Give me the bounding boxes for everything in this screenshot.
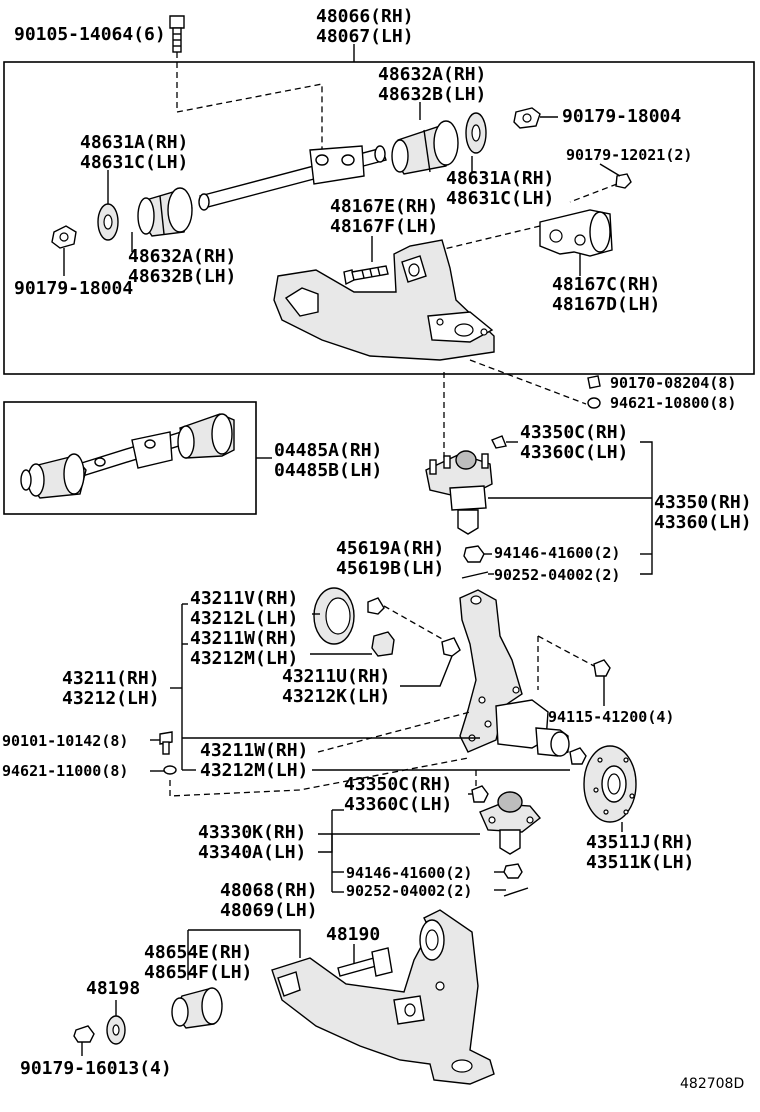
upper-bj-sub-rh-label: 43350C(RH) [520,422,628,443]
seal-m-lh-label: 43212M(LH) [190,648,298,669]
upper-bj-rh-label: 43350(RH) [654,492,752,513]
nut-bj-lower-label: 94146-41600(2) [346,864,472,882]
bushing-lower-lh-label: 48654F(LH) [144,962,252,983]
nut-upper-small-label: 90179-12021(2) [566,146,692,164]
upper-bj-bolt-icon [491,435,507,449]
shaft-kit-rh-label: 04485A(RH) [274,440,382,461]
upper-bj-lh-label: 43360(LH) [654,512,752,533]
bushing-upper-left-lh-label: 48632B(LH) [128,266,236,287]
upper-bushing-left-icon [137,187,193,237]
bolt-lower-label: 48190 [326,924,380,945]
hub-nut-icon [569,747,587,765]
washer-upper-right-lh-label: 48631C(LH) [446,188,554,209]
nut-knuckle-label: 94115-41200(4) [548,708,674,726]
diagram-id-label: 482708D [680,1076,744,1092]
bushing-u-rh-label: 43211U(RH) [282,666,390,687]
upper-shaft-icon [198,145,387,211]
hub-lh-label: 43511K(LH) [586,852,694,873]
pin-bj-upper-label: 90252-04002(2) [494,566,620,584]
upper-bj-sub-lh-label: 43360C(LH) [520,442,628,463]
bushing-k-lh-label: 43212K(LH) [282,686,390,707]
upper-arm-bolt-icon [343,265,389,286]
bushing-upper-right-rh-label: 48632A(RH) [378,64,486,85]
lower-arm-bolt-icon [337,947,393,977]
knuckle-nut-icon [593,659,611,677]
washer-lower-label: 48198 [86,978,140,999]
upper-small-nut-icon [615,173,632,189]
upper-arm-lh-label: 48067(LH) [316,26,414,47]
seal-l-lh-label: 43212L(LH) [190,608,298,629]
upper-arm-rh-label: 48066(RH) [316,6,414,27]
seal-w-rh-label: 43211W(RH) [190,628,298,649]
shaft-kit-lh-label: 04485B(LH) [274,460,382,481]
top-bolt-icon [169,15,185,53]
knuckle-bolt-icon [159,731,173,755]
bracket-upper-rh-label: 48167C(RH) [552,274,660,295]
washer-upper-left-lh-label: 48631C(LH) [80,152,188,173]
upper-bearing-icon [367,597,385,615]
bushing-lower-rh-label: 48654E(RH) [144,942,252,963]
knuckle-bushing-icon [441,637,461,657]
bushing-upper-left-rh-label: 48632A(RH) [128,246,236,267]
lower-bj-pin-icon [503,887,529,897]
washer-upper-left-rh-label: 48631A(RH) [80,132,188,153]
lower-bj-sub-rh-label: 43350C(RH) [344,774,452,795]
nut-bj-upper-label: 94146-41600(2) [494,544,620,562]
upper-arm-assembly-box [3,61,755,375]
steering-knuckle-icon [459,589,570,757]
upper-bj-nut-icon [463,545,485,563]
washer-upper-right-rh-label: 48631A(RH) [446,168,554,189]
washer-balljoint-label: 94621-10800(8) [610,394,736,412]
seal-v-rh-label: 43211V(RH) [190,588,298,609]
upper-washer-left-icon [97,203,119,241]
bearing-upper-rh-label: 45619A(RH) [336,538,444,559]
lower-arm-lh-label: 48069(LH) [220,900,318,921]
bolt-upper-lh-label: 48167F(LH) [330,216,438,237]
lower-bj-sub-lh-label: 43360C(LH) [344,794,452,815]
upper-nut-left-icon [51,225,77,249]
bracket-upper-lh-label: 48167D(LH) [552,294,660,315]
nut-upper-right-label: 90179-18004 [562,106,681,127]
shaft-kit-icon [20,413,235,499]
upper-ball-joint-icon [425,450,493,535]
bolt-upper-rh-label: 48167E(RH) [330,196,438,217]
upper-control-arm-icon [273,239,495,361]
washer-knuckle-label: 94621-11000(8) [2,762,128,780]
lower-nut-icon [73,1025,95,1043]
lower-bj-castle-nut-icon [503,863,523,879]
lower-bushing-icon [171,987,223,1029]
pin-bj-lower-label: 90252-04002(2) [346,882,472,900]
knuckle-washer-icon [163,765,177,775]
upper-bushing-right-icon [391,120,459,175]
seal-w-icon [371,631,395,657]
nut-lower-label: 90179-16013(4) [20,1058,172,1079]
upper-nut-right-icon [513,107,541,129]
bearing-upper-lh-label: 45619B(LH) [336,558,444,579]
lower-washer-icon [106,1015,126,1045]
lower-bj-nut-icon [471,785,489,803]
bolt-top-label: 90105-14064(6) [14,24,166,45]
nut-upper-left-label: 90179-18004 [14,278,133,299]
lower-arm-rh-label: 48068(RH) [220,880,318,901]
bushing-upper-right-lh-label: 48632B(LH) [378,84,486,105]
seal-v-icon [313,587,355,645]
bolt-knuckle-label: 90101-10142(8) [2,732,128,750]
balljoint-washer-icon [587,397,601,409]
upper-washer-right-icon [465,112,487,154]
lower-ball-joint-icon [479,791,542,855]
hub-icon [583,745,637,823]
nut-balljoint-label: 90170-08204(8) [610,374,736,392]
cover-m-lh-label: 43212M(LH) [200,760,308,781]
lower-bj-rh-label: 43330K(RH) [198,822,306,843]
lower-control-arm-icon [271,909,495,1085]
balljoint-nut-icon [587,375,601,389]
lower-bj-lh-label: 43340A(LH) [198,842,306,863]
hub-rh-label: 43511J(RH) [586,832,694,853]
upper-bj-pin-icon [461,571,489,579]
cover-w-rh-label: 43211W(RH) [200,740,308,761]
knuckle-lh-label: 43212(LH) [62,688,160,709]
knuckle-rh-label: 43211(RH) [62,668,160,689]
upper-bracket-icon [539,209,613,257]
